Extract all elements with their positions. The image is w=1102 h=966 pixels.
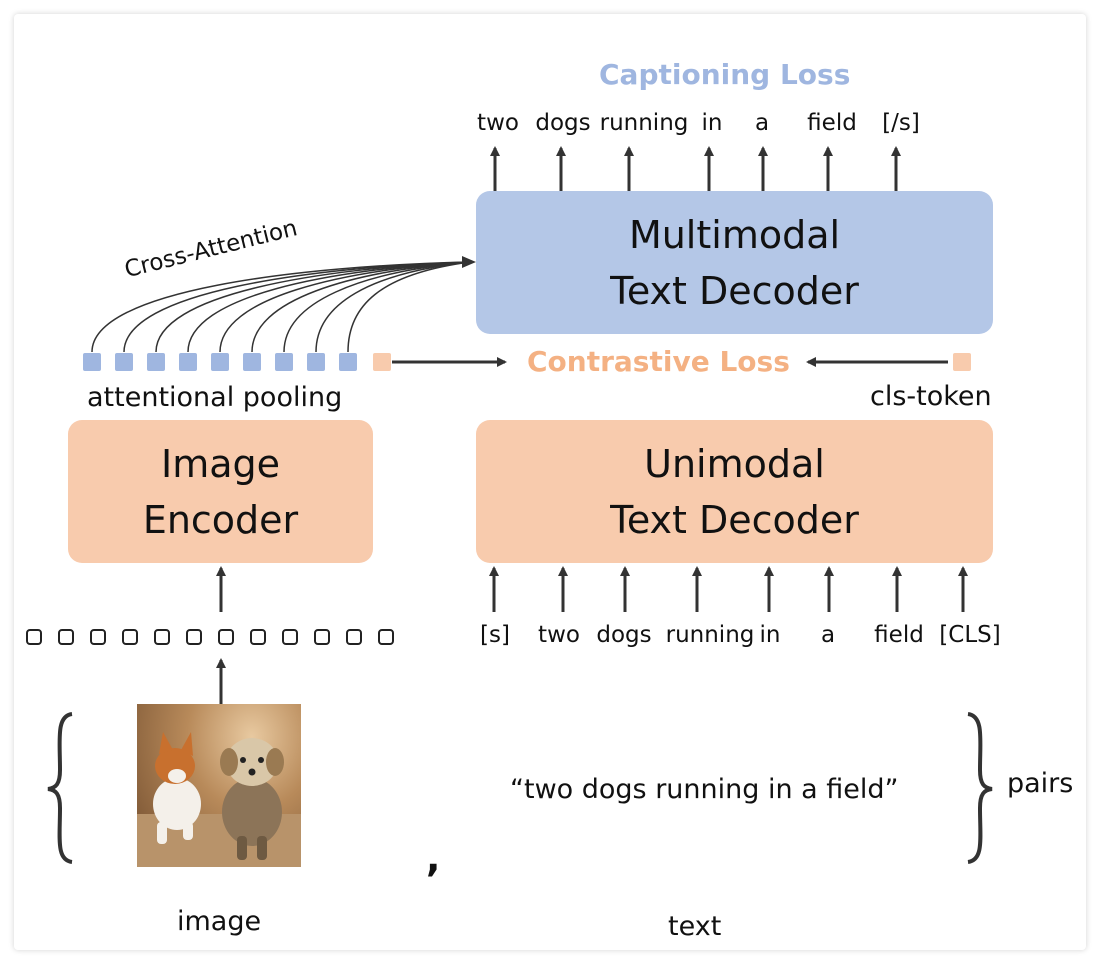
output-token: a — [754, 110, 770, 136]
cross-attention-arrowhead — [462, 256, 476, 268]
unimodal-line1: Unimodal — [644, 441, 825, 486]
multimodal-line2: Text Decoder — [610, 268, 859, 313]
image-patch — [90, 629, 106, 645]
output-token: [/s] — [882, 110, 920, 136]
image-encoder-line2: Encoder — [142, 497, 299, 542]
cross-attention-curve — [187, 261, 471, 353]
image-patch — [250, 629, 266, 645]
pooled-token — [275, 353, 293, 371]
pooled-token — [115, 353, 133, 371]
output-token: two — [477, 110, 519, 136]
input-token: two — [538, 622, 580, 648]
input-token: running — [665, 622, 755, 648]
image-patch — [186, 629, 202, 645]
input-token: field — [874, 622, 924, 648]
output-token: field — [807, 110, 857, 136]
pooled-token — [83, 353, 101, 371]
pair-comma: , — [426, 836, 441, 880]
multimodal-text-decoder: Multimodal Text Decoder — [476, 191, 993, 334]
cls-token-label: cls-token — [870, 381, 992, 412]
unimodal-line2: Text Decoder — [610, 497, 859, 542]
image-patch — [58, 629, 74, 645]
image-patch — [26, 629, 42, 645]
multimodal-line1: Multimodal — [628, 212, 841, 257]
image-patch — [378, 629, 394, 645]
output-token: running — [599, 110, 689, 136]
input-token: dogs — [596, 622, 652, 648]
output-token: in — [701, 110, 723, 136]
image-patch — [154, 629, 170, 645]
image-patch — [346, 629, 362, 645]
image-patch — [122, 629, 138, 645]
cross-attention-curve — [123, 261, 471, 353]
image-patch — [282, 629, 298, 645]
cross-attention-curve — [251, 261, 471, 353]
input-token: [s] — [480, 622, 510, 648]
pooled-token — [179, 353, 197, 371]
attentional-pooling-label: attentional pooling — [87, 382, 343, 413]
pooled-token — [147, 353, 165, 371]
pairs-label: pairs — [1007, 768, 1074, 799]
dogs-photo — [137, 704, 301, 867]
caption-text: “two dogs running in a field” — [510, 774, 899, 805]
image-encoder-line1: Image — [160, 441, 280, 486]
cross-attention-curve — [91, 261, 471, 353]
input-token: a — [820, 622, 836, 648]
left-brace — [47, 712, 73, 864]
image-label: image — [177, 906, 262, 937]
cross-attention-curve — [283, 261, 471, 353]
pooled-token — [243, 353, 261, 371]
pooled-token — [211, 353, 229, 371]
right-brace — [967, 712, 993, 864]
image-patch — [218, 629, 234, 645]
image-encoder: Image Encoder — [68, 420, 373, 563]
input-token: in — [759, 622, 781, 648]
captioning-loss-label: Captioning Loss — [599, 58, 851, 91]
text-cls-token — [953, 353, 971, 371]
unimodal-text-decoder: Unimodal Text Decoder — [476, 420, 993, 563]
cross-attention-curve — [315, 261, 471, 353]
cross-attention-curve — [219, 261, 471, 353]
pooled-token — [339, 353, 357, 371]
cross-attention-curve — [347, 261, 471, 353]
cross-attention-curve — [155, 261, 471, 353]
pooled-token — [307, 353, 325, 371]
image-patch — [314, 629, 330, 645]
contrastive-loss-label: Contrastive Loss — [527, 345, 790, 378]
output-token: dogs — [535, 110, 591, 136]
text-label: text — [668, 911, 722, 942]
image-cls-token — [373, 353, 391, 371]
input-token: [CLS] — [939, 622, 1001, 648]
